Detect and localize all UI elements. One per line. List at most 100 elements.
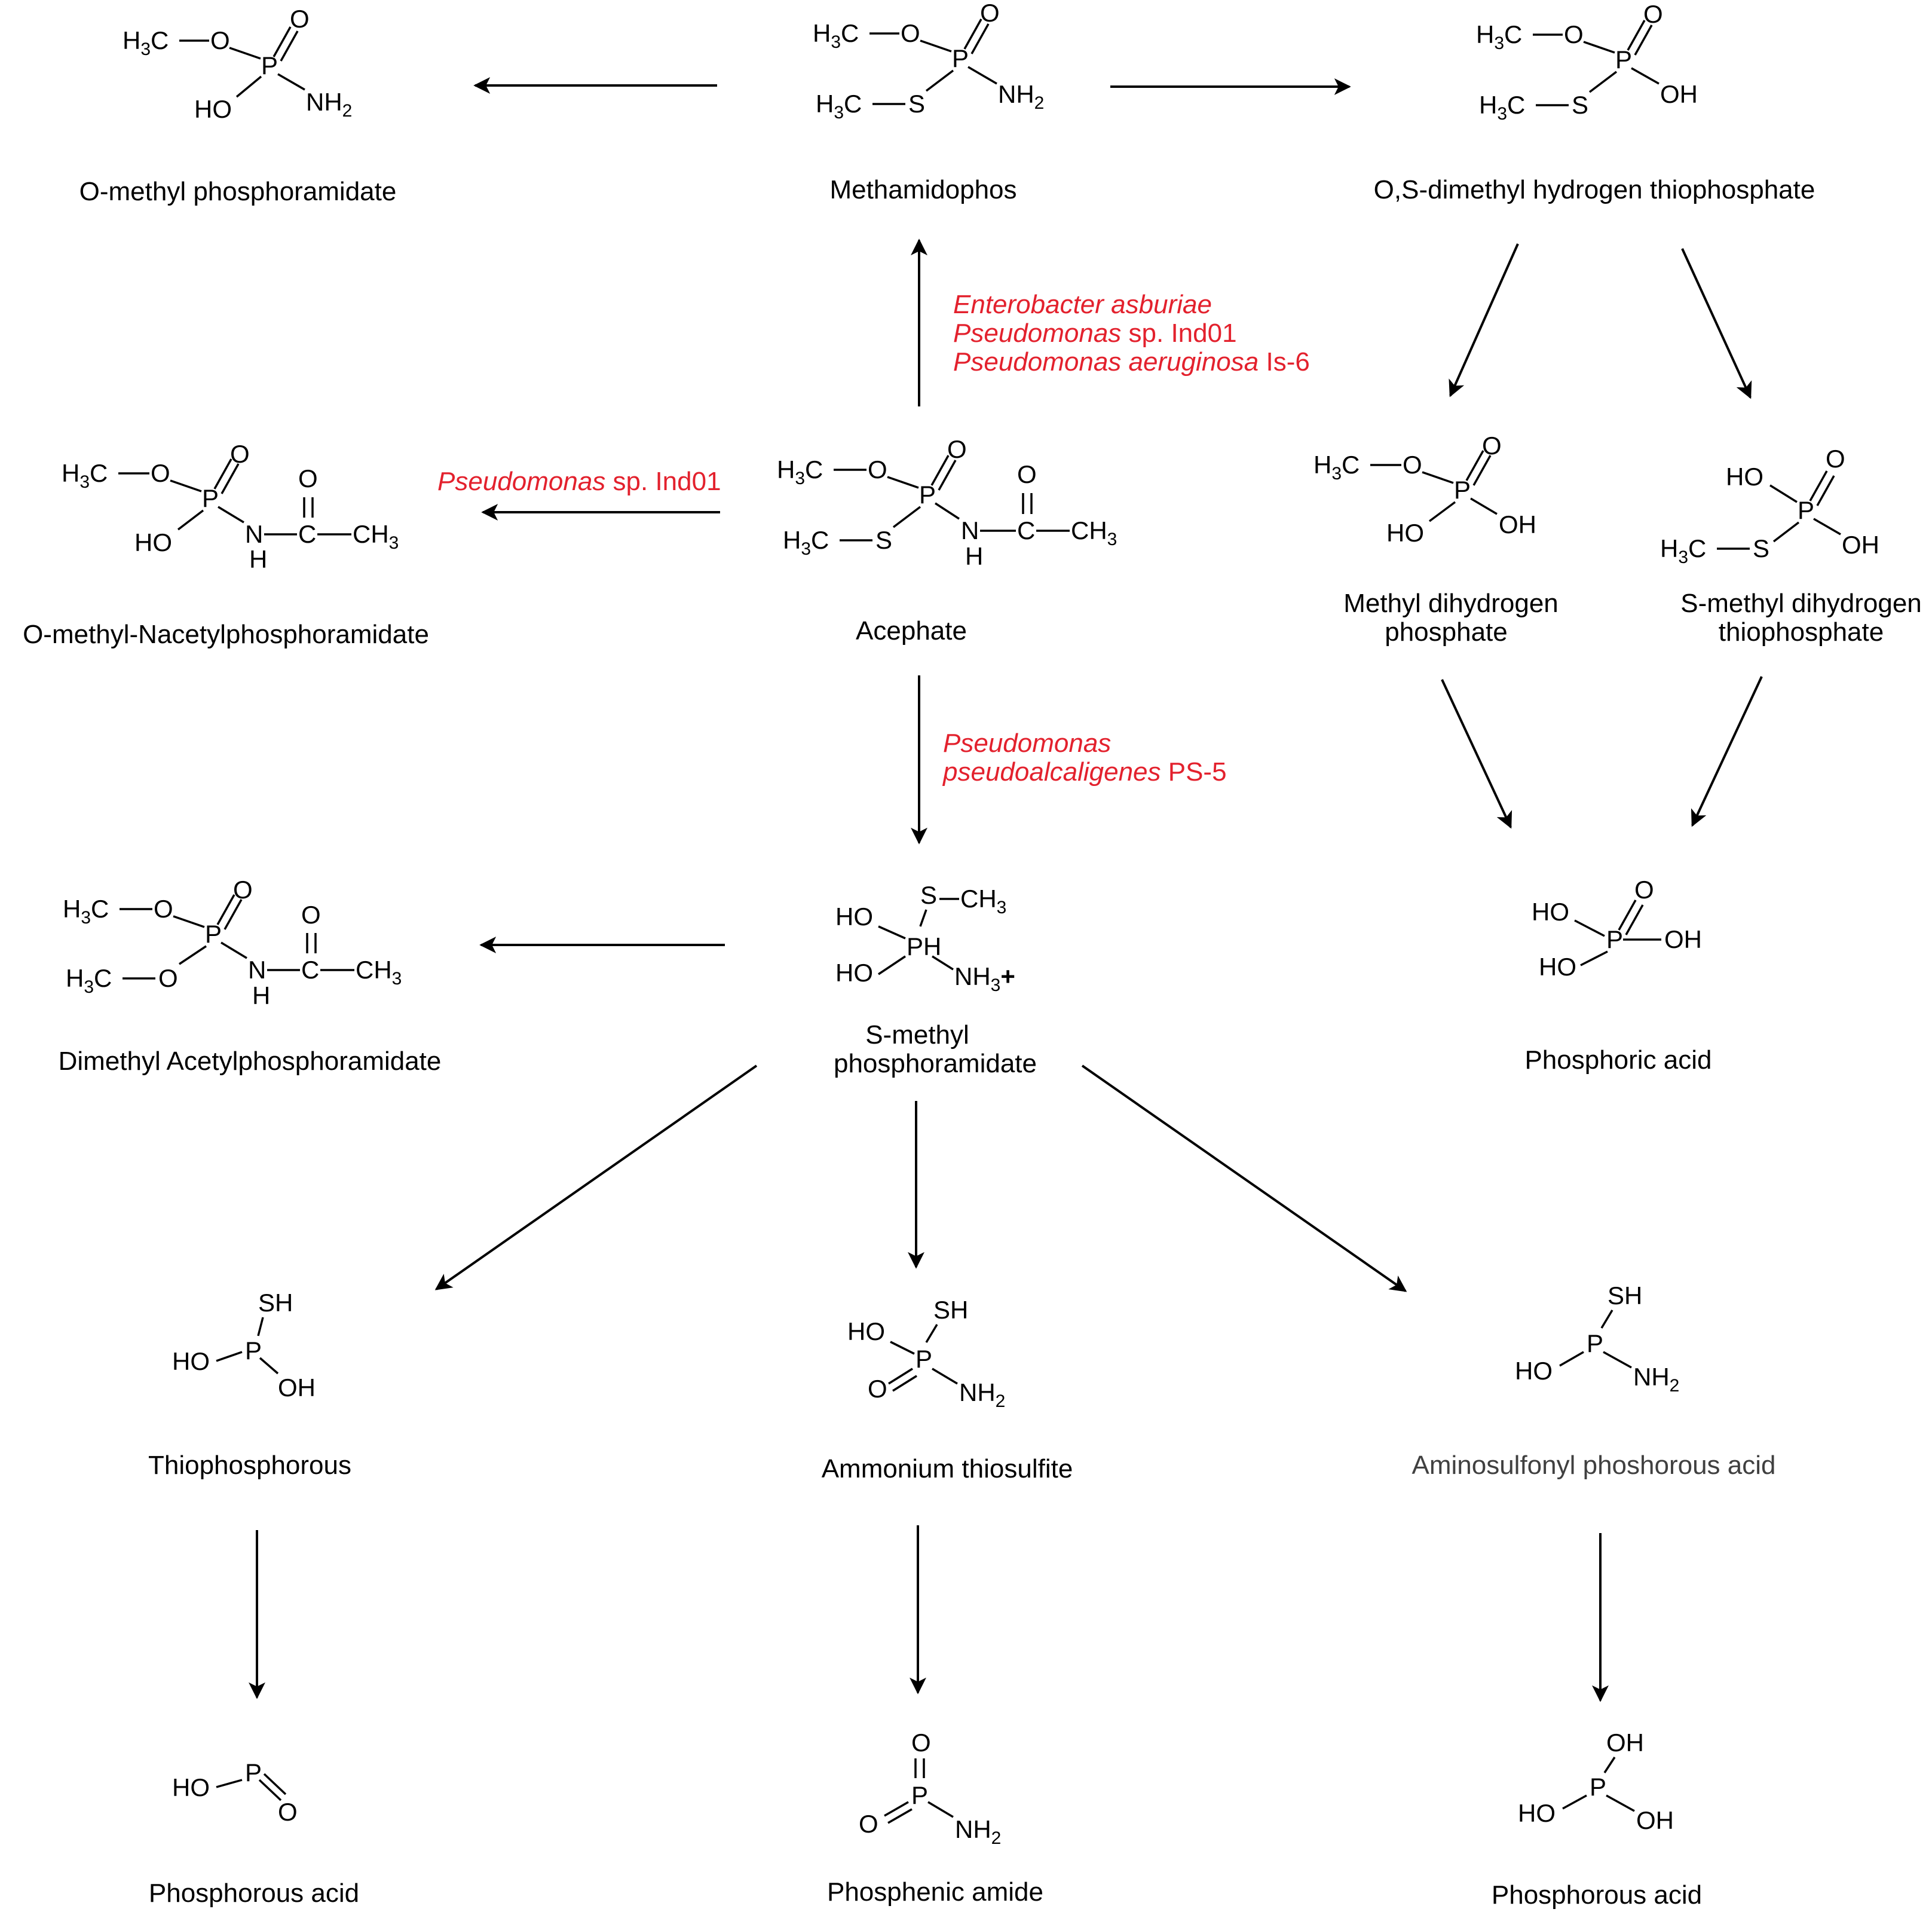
svg-text:OH: OH <box>1499 510 1536 539</box>
enzyme-label-s-methyl-2: pseudoalcaligenes PS-5 <box>942 757 1227 787</box>
svg-text:O: O <box>868 1375 887 1403</box>
svg-text:H: H <box>965 542 983 570</box>
structure-phosphorous-acid-left: P HO O <box>172 1758 298 1826</box>
reaction-arrows <box>249 77 1763 1702</box>
arrow-methyl-dihydrogen-to-phosphoric <box>1441 679 1512 829</box>
svg-text:HO: HO <box>1386 519 1424 547</box>
svg-text:P: P <box>1615 45 1632 74</box>
enzyme-label-methamidophos-1: Enterobacter asburiae <box>953 290 1212 319</box>
svg-text:H3C: H3C <box>777 455 823 488</box>
structure-o-methyl-n-acetyl: H3C O P O HO N H C O CH3 <box>62 440 399 573</box>
svg-text:H3C: H3C <box>816 90 862 123</box>
compound-name-methyl-dihydrogen-1: Methyl dihydrogen <box>1343 589 1559 618</box>
svg-text:O: O <box>210 26 230 54</box>
svg-text:HO: HO <box>172 1773 210 1801</box>
svg-text:CH3: CH3 <box>356 956 402 989</box>
svg-text:HO: HO <box>1532 898 1569 926</box>
enzyme-label-methamidophos-2: Pseudomonas sp. Ind01 <box>953 319 1237 348</box>
enzyme-labels: Enterobacter asburiae Pseudomonas sp. In… <box>437 290 1310 787</box>
svg-text:N: N <box>245 520 263 548</box>
svg-text:P: P <box>911 1781 928 1809</box>
structure-phosphoric-acid: HO P O OH HO <box>1532 876 1702 981</box>
svg-text:OH: OH <box>1606 1729 1644 1757</box>
svg-text:O: O <box>859 1810 878 1838</box>
svg-text:O: O <box>158 964 178 992</box>
compound-name-s-methyl-dihydrogen-2: thiophosphate <box>1719 617 1884 647</box>
enzyme-label-methamidophos-3: Pseudomonas aeruginosa Is-6 <box>953 347 1310 377</box>
compound-name-s-methyl-phosphoramidate-2: phosphoramidate <box>834 1049 1037 1078</box>
svg-text:H: H <box>249 545 267 573</box>
svg-text:O: O <box>1403 451 1422 479</box>
svg-text:O: O <box>298 464 318 492</box>
svg-text:S: S <box>875 526 892 554</box>
svg-text:S: S <box>908 90 925 118</box>
svg-text:NH2: NH2 <box>959 1378 1005 1411</box>
compound-name-phosphorous-acid-left: Phosphorous acid <box>149 1879 359 1908</box>
svg-text:O: O <box>947 435 967 463</box>
svg-text:O: O <box>1564 20 1584 48</box>
svg-text:P: P <box>952 44 969 72</box>
svg-text:P: P <box>1798 496 1814 524</box>
svg-text:HO: HO <box>835 903 873 931</box>
svg-text:H3C: H3C <box>66 964 112 997</box>
svg-text:O: O <box>151 459 170 487</box>
compound-name-methyl-dihydrogen-2: phosphate <box>1385 617 1508 647</box>
svg-text:H3C: H3C <box>1476 20 1522 53</box>
structure-ammonium-thiosulfite: SH HO P O NH2 <box>847 1296 1005 1411</box>
svg-text:HO: HO <box>847 1317 885 1345</box>
structure-os-dimethyl: H3C O P O OH S H3C <box>1476 0 1698 124</box>
structure-dimethyl-acetylphosphoramidate: H3C O P O O H3C N H C O CH3 <box>63 876 402 1009</box>
svg-text:CH3: CH3 <box>353 520 399 553</box>
arrow-s-methyl-to-thiophosphorous <box>434 1064 758 1290</box>
svg-text:OH: OH <box>1660 80 1698 108</box>
compound-name-phosphoric-acid: Phosphoric acid <box>1524 1045 1711 1075</box>
svg-text:OH: OH <box>278 1373 316 1402</box>
svg-text:O: O <box>278 1798 298 1826</box>
svg-text:O: O <box>1482 432 1502 460</box>
compound-name-o-methyl-n-acetyl: O-methyl-Nacetylphosphoramidate <box>23 620 429 649</box>
compound-name-ammonium-thiosulfite: Ammonium thiosulfite <box>822 1454 1073 1483</box>
arrow-os-dimethyl-to-methyl-dihydrogen <box>1449 243 1519 397</box>
arrow-s-methyl-dihydrogen-to-phosphoric <box>1691 676 1763 827</box>
arrow-os-dimethyl-to-s-methyl-dihydrogen <box>1681 248 1752 399</box>
compound-name-o-methyl-phosphoramidate: O-methyl phosphoramidate <box>79 177 397 206</box>
svg-text:OH: OH <box>1664 925 1702 953</box>
compound-name-phosphorous-acid-right: Phosphorous acid <box>1492 1880 1702 1910</box>
svg-text:H3C: H3C <box>123 26 169 59</box>
svg-text:P: P <box>916 1345 932 1373</box>
svg-text:HO: HO <box>1539 953 1576 981</box>
svg-text:H3C: H3C <box>1313 451 1360 484</box>
svg-text:P: P <box>245 1758 262 1786</box>
svg-text:C: C <box>1017 516 1035 544</box>
svg-text:O: O <box>233 876 253 904</box>
svg-text:PH: PH <box>907 932 941 960</box>
svg-text:OH: OH <box>1636 1806 1674 1834</box>
svg-text:HO: HO <box>1726 463 1763 491</box>
svg-text:HO: HO <box>134 528 172 556</box>
svg-text:CH3: CH3 <box>1071 516 1117 549</box>
svg-text:P: P <box>1454 476 1471 504</box>
compound-name-s-methyl-dihydrogen-1: S-methyl dihydrogen <box>1680 589 1922 618</box>
svg-text:O: O <box>1643 0 1663 28</box>
svg-text:NH3+: NH3+ <box>954 962 1015 995</box>
svg-text:N: N <box>248 956 266 984</box>
svg-text:HO: HO <box>1515 1357 1553 1385</box>
svg-text:O: O <box>290 5 310 33</box>
svg-text:O: O <box>980 0 1000 27</box>
svg-text:O: O <box>1826 445 1845 473</box>
svg-text:H3C: H3C <box>63 895 109 928</box>
svg-text:HO: HO <box>1518 1799 1556 1827</box>
svg-text:H3C: H3C <box>62 459 108 492</box>
svg-text:O: O <box>901 19 920 47</box>
svg-text:O: O <box>154 895 173 923</box>
svg-text:H: H <box>252 981 270 1009</box>
compound-name-s-methyl-phosphoramidate-1: S-methyl <box>865 1020 969 1050</box>
svg-text:H3C: H3C <box>1660 534 1706 567</box>
svg-text:P: P <box>1606 925 1623 953</box>
svg-text:P: P <box>1587 1329 1603 1357</box>
structure-phosphorous-acid-right: OH P HO OH <box>1518 1729 1674 1834</box>
svg-text:O: O <box>1017 460 1037 488</box>
compound-name-dimethyl-acetyl: Dimethyl Acetylphosphoramidate <box>59 1047 442 1076</box>
structure-o-methyl-phosphoramidate: H3C O P O HO NH2 <box>123 5 352 123</box>
